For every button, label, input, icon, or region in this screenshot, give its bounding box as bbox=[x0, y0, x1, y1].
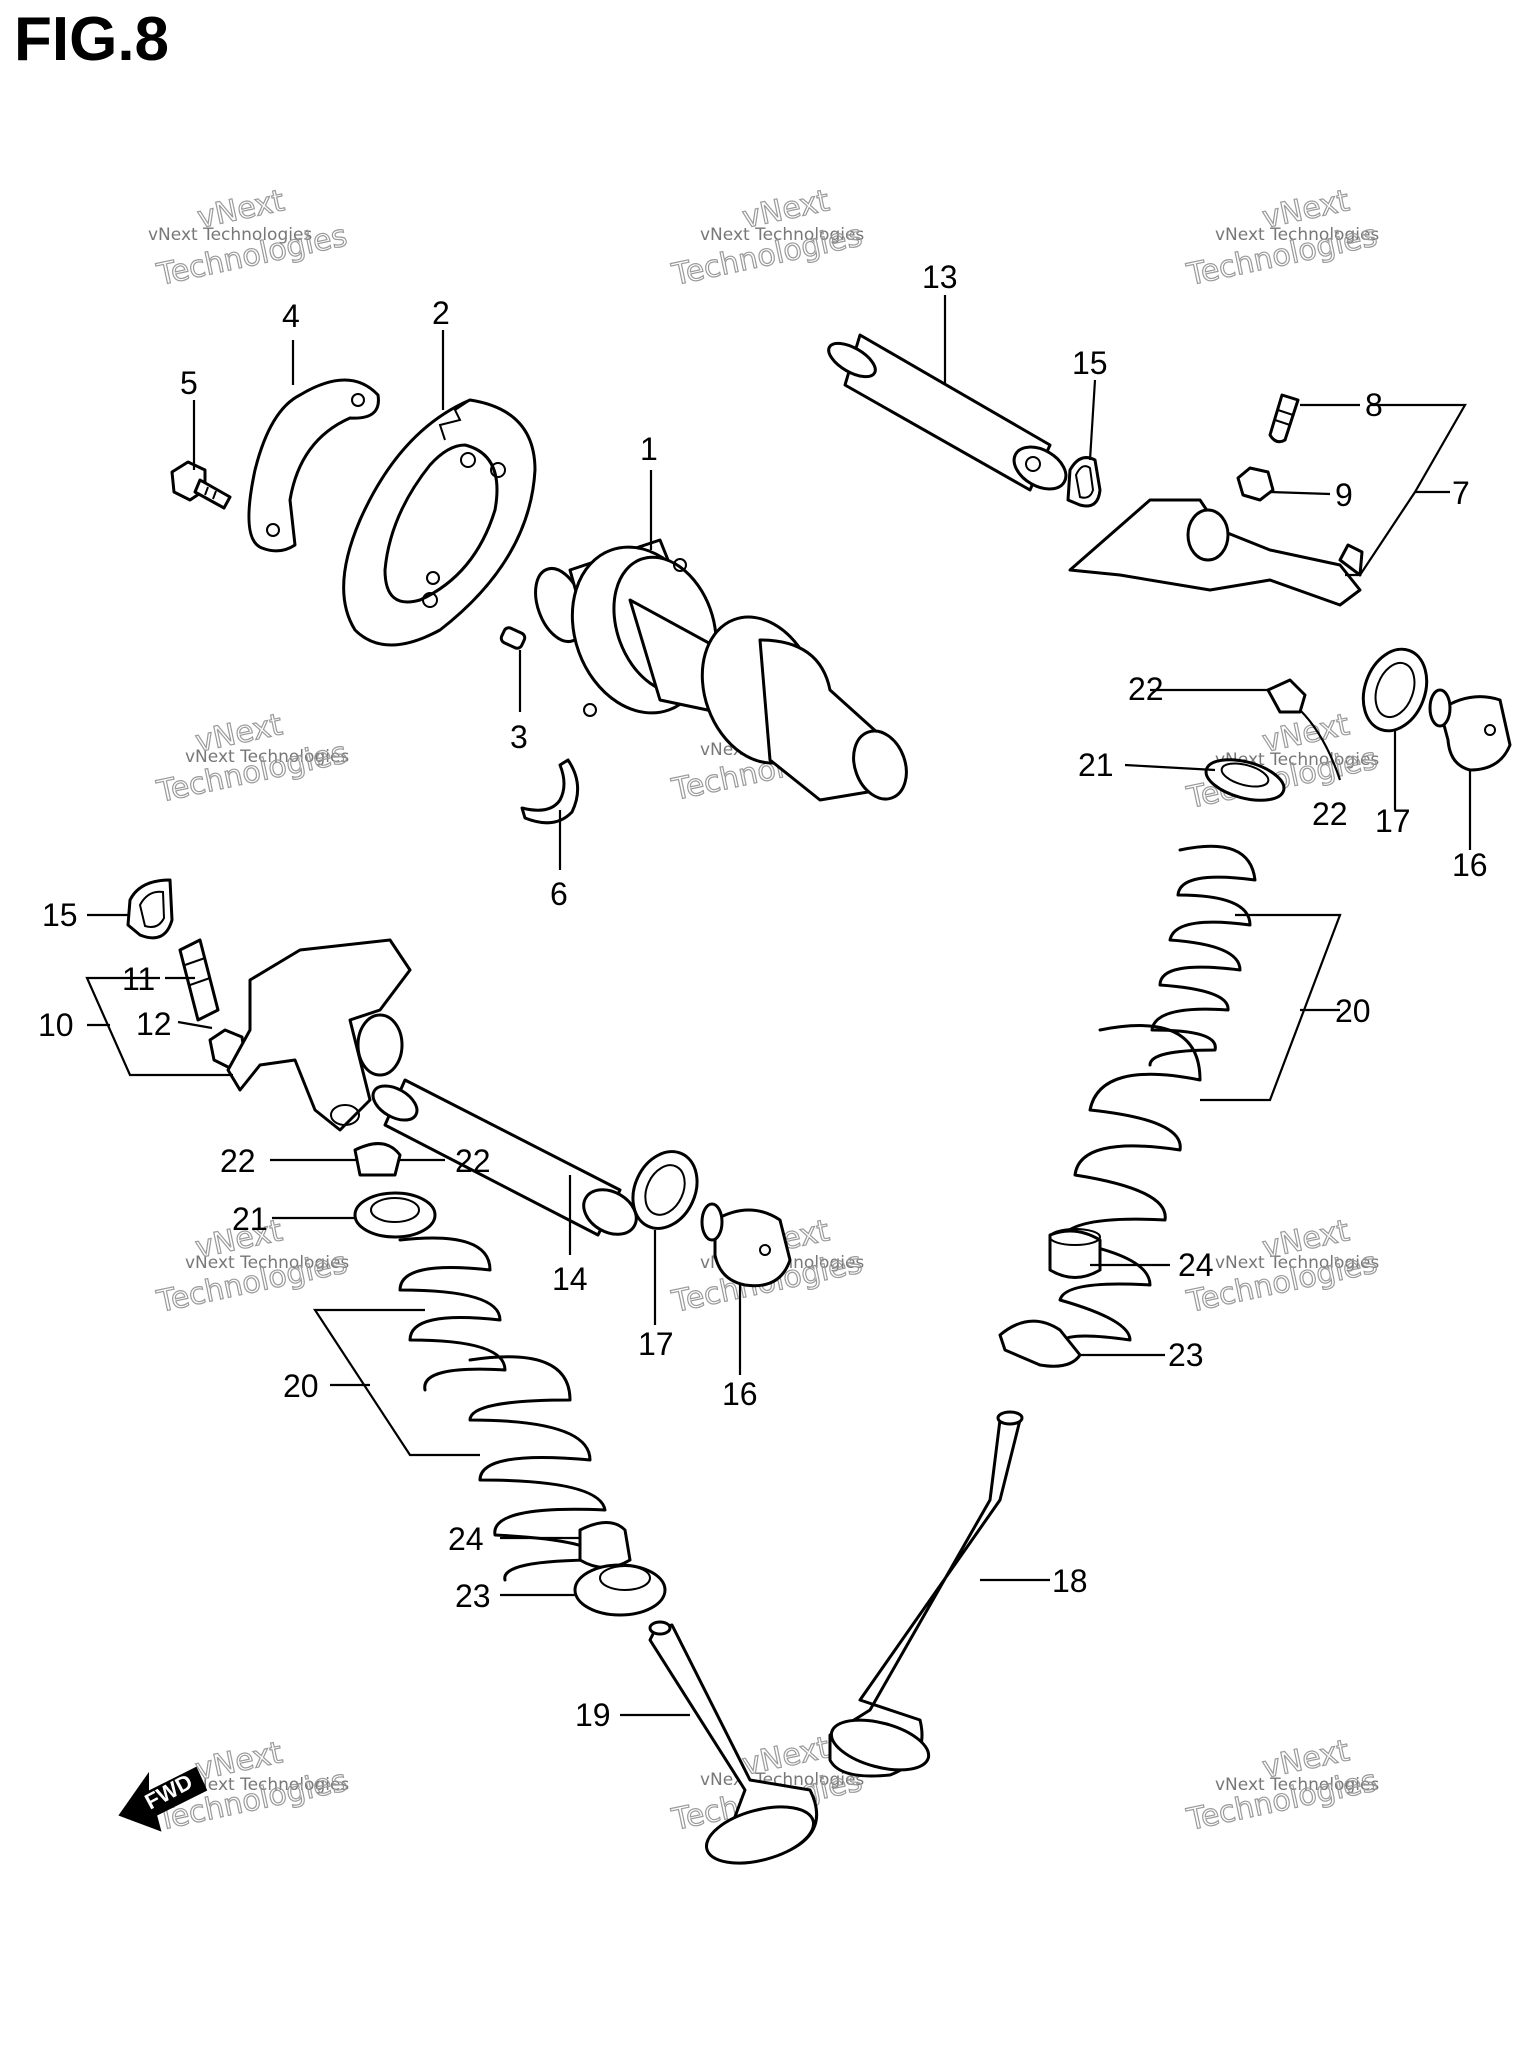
tappet-cap-top-icon bbox=[1428, 688, 1512, 772]
watermark-top-left: vNext Technologies vNext Technologies bbox=[148, 183, 351, 294]
callout-22-top-right: 22 bbox=[1312, 796, 1348, 832]
callout-23-right: 23 bbox=[1168, 1337, 1204, 1373]
rocker-shaft-left-icon bbox=[371, 1078, 638, 1237]
gasket-left-icon bbox=[631, 1150, 699, 1230]
figure-title: FIG.8 bbox=[14, 5, 169, 74]
callout-14: 14 bbox=[552, 1261, 588, 1297]
tappet-cap-left-icon bbox=[700, 1202, 792, 1288]
bolt-icon bbox=[170, 460, 232, 510]
adjuster-screw-left-icon bbox=[178, 938, 220, 1022]
svg-text:vNext Technologies: vNext Technologies bbox=[148, 225, 312, 245]
watermark-mid-left: vNext Technologies vNext Technologies bbox=[153, 707, 351, 811]
callout-15-left: 15 bbox=[42, 897, 78, 933]
spring-retainer-left-icon bbox=[353, 1191, 437, 1239]
callout-24-right: 24 bbox=[1178, 1247, 1214, 1283]
spring-retainer-top-icon bbox=[1204, 758, 1286, 802]
valve-seal-right-icon bbox=[1048, 1228, 1102, 1279]
svg-text:vNext Technologies: vNext Technologies bbox=[185, 1775, 349, 1795]
callout-16-left: 16 bbox=[722, 1376, 758, 1412]
callout-23-left: 23 bbox=[455, 1578, 491, 1614]
watermark-top-right: vNext Technologies vNext Technologies bbox=[1183, 183, 1381, 294]
callout-10: 10 bbox=[38, 1007, 74, 1043]
lock-nut-icon bbox=[1236, 466, 1275, 502]
rocker-arm-left-icon bbox=[226, 938, 412, 1132]
svg-text:vNext Technologies: vNext Technologies bbox=[1215, 225, 1379, 245]
callout-24-left: 24 bbox=[448, 1521, 484, 1557]
callout-8: 8 bbox=[1365, 387, 1383, 423]
watermark-bottom-right: vNext Technologies vNext Technologies bbox=[1183, 1733, 1381, 1839]
valve-cotter-left-icon bbox=[353, 1142, 402, 1177]
exhaust-valve-icon bbox=[828, 1410, 1024, 1778]
svg-text:vNext Technologies: vNext Technologies bbox=[185, 747, 349, 767]
spring-seat-left-icon bbox=[573, 1563, 667, 1617]
callout-labels: 5 4 2 1 3 6 13 15 8 9 7 22 22 21 17 16 2… bbox=[38, 259, 1488, 1733]
callout-16-top: 16 bbox=[1452, 847, 1488, 883]
callout-15-top: 15 bbox=[1072, 345, 1108, 381]
valve-cotter-top-icon bbox=[1266, 678, 1307, 714]
pin-icon bbox=[499, 626, 527, 650]
callout-2: 2 bbox=[432, 295, 450, 331]
svg-text:vNext Technologies: vNext Technologies bbox=[1215, 1253, 1379, 1273]
spring-seat-right-icon bbox=[998, 1319, 1082, 1368]
callout-20-left: 20 bbox=[283, 1368, 319, 1404]
gasket-top-icon bbox=[1361, 647, 1429, 733]
callout-13: 13 bbox=[922, 259, 958, 295]
callout-21-top: 21 bbox=[1078, 747, 1114, 783]
callout-5: 5 bbox=[180, 365, 198, 401]
callout-11: 11 bbox=[122, 961, 155, 997]
retainer-plate-icon bbox=[247, 378, 380, 553]
leader-lines bbox=[85, 295, 1472, 1717]
callout-21-left: 21 bbox=[232, 1201, 268, 1237]
o-ring-left-icon bbox=[126, 878, 174, 940]
svg-text:vNext Technologies: vNext Technologies bbox=[1215, 1775, 1379, 1795]
intake-valve-icon bbox=[648, 1620, 819, 1865]
valve-spring-right-icon bbox=[1058, 844, 1257, 1347]
svg-text:vNext Technologies: vNext Technologies bbox=[185, 1253, 349, 1273]
rocker-arm-top-icon bbox=[1068, 498, 1364, 607]
adjuster-screw-icon bbox=[1268, 393, 1300, 444]
cam-gear-plate-icon bbox=[342, 398, 537, 647]
callout-4: 4 bbox=[282, 298, 300, 334]
svg-text:vNext Technologies: vNext Technologies bbox=[700, 225, 864, 245]
camshaft-icon bbox=[534, 538, 908, 802]
callout-22-left-a: 22 bbox=[220, 1143, 256, 1179]
callout-3: 3 bbox=[510, 719, 528, 755]
watermark-top-center: vNext Technologies vNext Technologies bbox=[668, 183, 866, 294]
callout-17-left: 17 bbox=[638, 1326, 674, 1362]
callout-6: 6 bbox=[550, 876, 568, 912]
callout-12: 12 bbox=[136, 1006, 172, 1042]
rocker-shaft-top-icon bbox=[827, 333, 1068, 492]
clip-icon bbox=[520, 758, 580, 825]
callout-20-right: 20 bbox=[1335, 993, 1371, 1029]
callout-22-left-b: 22 bbox=[455, 1143, 491, 1179]
callout-1: 1 bbox=[640, 431, 658, 467]
callout-17-top: 17 bbox=[1375, 803, 1411, 839]
o-ring-top-icon bbox=[1066, 456, 1102, 508]
valve-seal-left-icon bbox=[578, 1521, 632, 1569]
callout-18: 18 bbox=[1052, 1563, 1088, 1599]
callout-7: 7 bbox=[1452, 475, 1470, 511]
callout-9: 9 bbox=[1335, 477, 1353, 513]
callout-22-top-left: 22 bbox=[1128, 671, 1164, 707]
callout-19: 19 bbox=[575, 1697, 611, 1733]
